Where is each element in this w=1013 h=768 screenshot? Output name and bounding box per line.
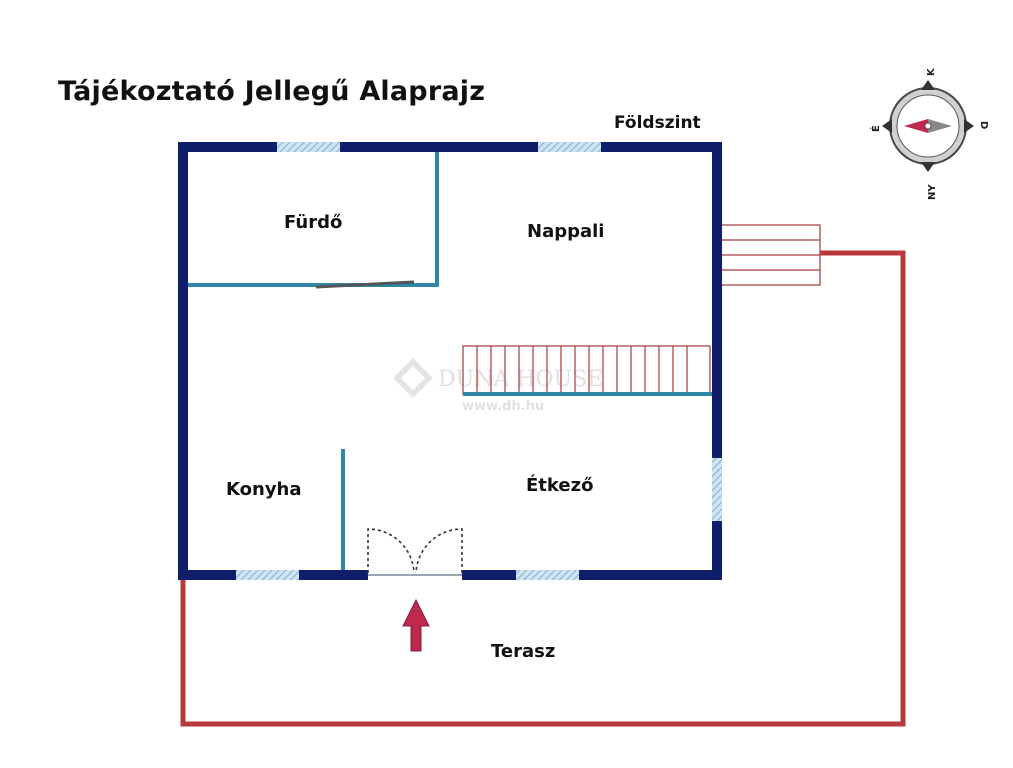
room-label-kitchen: Konyha (226, 479, 302, 500)
inner-walls (188, 152, 712, 570)
compass-west: É (869, 125, 882, 132)
outer-walls (178, 142, 722, 580)
entrance-arrow (402, 598, 430, 652)
window-top-right (538, 142, 601, 152)
compass-icon: K D NY É (869, 67, 989, 200)
entrance-double-door (367, 528, 463, 574)
exterior-stairs (720, 224, 821, 286)
compass-east: D (978, 121, 989, 129)
compass-south: NY (927, 184, 938, 200)
bathroom-door (315, 280, 415, 289)
interior-stairs (462, 345, 711, 395)
room-label-bathroom: Fürdő (284, 212, 343, 233)
watermark-url: www.dh.hu (462, 399, 544, 414)
floor-level-label: Földszint (614, 113, 701, 133)
window-bottom-right (516, 570, 579, 580)
room-label-living-room: Nappali (527, 221, 605, 242)
room-label-dining: Étkező (526, 475, 594, 496)
watermark-logo-icon (393, 358, 433, 398)
plan-title: Tájékoztató Jellegű Alaprajz (58, 76, 486, 107)
watermark-brand: DUNA HOUSE (438, 367, 603, 392)
watermark: DUNA HOUSE www.dh.hu (393, 358, 603, 414)
room-label-terrace: Terasz (491, 641, 556, 662)
window-top-left (277, 142, 340, 152)
window-bottom-left (236, 570, 299, 580)
compass-north: K (926, 67, 937, 76)
window-right (712, 458, 722, 521)
terrace-outline (180, 250, 906, 727)
